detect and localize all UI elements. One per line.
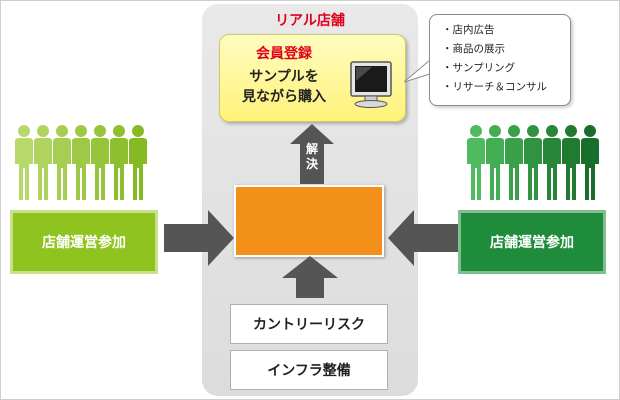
- country-risk-box: カントリーリスク: [230, 304, 388, 344]
- real-store-title: リアル店舗: [275, 13, 345, 29]
- member-registration-box: 会員登録 サンプルを 見ながら購入: [219, 34, 406, 122]
- infrastructure-box: インフラ整備: [230, 350, 388, 390]
- people-group-right-icon: [467, 125, 599, 200]
- people-group-left-icon: [15, 125, 147, 200]
- left-arrow-icon: [388, 210, 458, 266]
- callout-item: リサーチ＆コンサル: [442, 78, 548, 97]
- callout-item: 店内広告: [442, 21, 547, 40]
- monitor-icon: [350, 61, 392, 108]
- store-participation-right: 店舗運営参加: [458, 210, 606, 274]
- member-desc-line-1: サンプルを: [249, 69, 319, 85]
- callout-item: サンプリング: [442, 59, 547, 78]
- promotion-callout: 店内広告 商品の展示 サンプリング リサーチ＆コンサル: [429, 14, 571, 106]
- central-orange-box: [234, 185, 384, 257]
- solve-arrow-icon: [290, 124, 334, 184]
- member-registration-desc: サンプルを 見ながら購入: [222, 67, 346, 107]
- solve-char-2: 決: [305, 157, 318, 171]
- solve-char-1: 解: [305, 142, 318, 156]
- up-arrow-icon: [282, 256, 338, 298]
- store-participation-left: 店舗運営参加: [10, 210, 158, 274]
- member-registration-title: 会員登録: [256, 46, 312, 62]
- member-desc-line-2: 見ながら購入: [242, 89, 326, 105]
- solve-label: 解 決: [302, 142, 322, 172]
- callout-item: 商品の展示: [442, 40, 547, 59]
- right-arrow-icon: [164, 210, 234, 266]
